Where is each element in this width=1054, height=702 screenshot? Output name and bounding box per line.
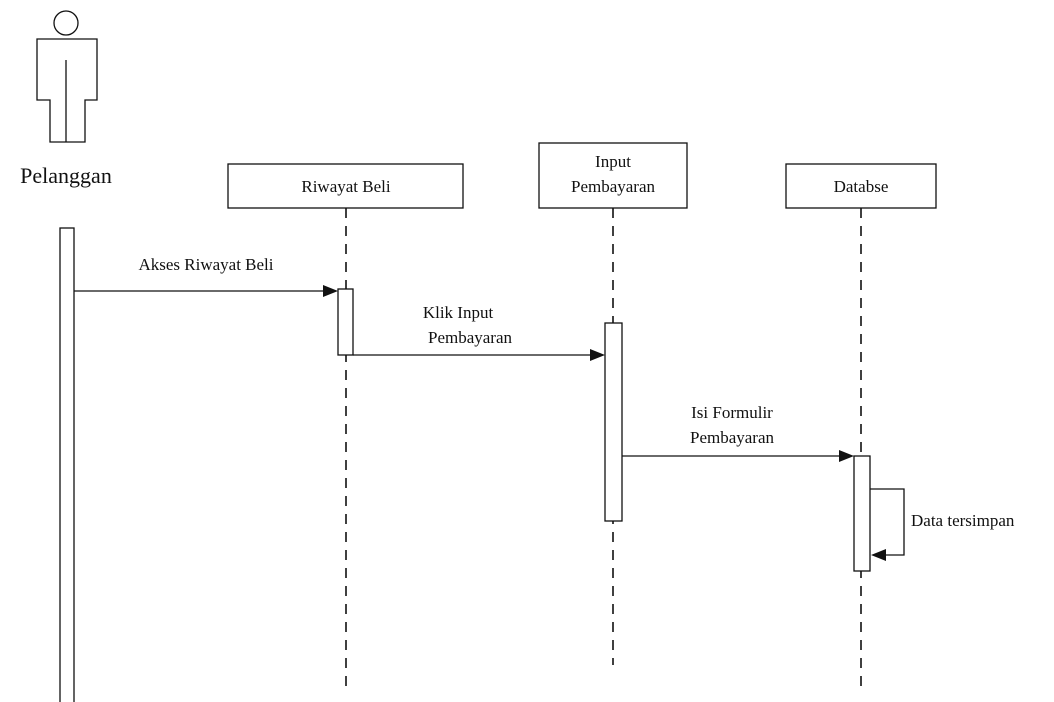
message-label-line-2: Pembayaran: [428, 328, 513, 347]
activation-bar: [337, 288, 354, 356]
lifeline-label-line-1: Input: [595, 152, 631, 171]
lifeline-databse: Databse: [785, 163, 937, 690]
message-label: Data tersimpan: [911, 511, 1015, 530]
actor-label: Pelanggan: [20, 163, 112, 188]
arrowhead-icon: [590, 349, 605, 361]
message-label-line-1: Klik Input: [423, 303, 494, 322]
lifeline-label: Databse: [834, 177, 889, 196]
activation-bar: [853, 455, 871, 572]
message-label-line-1: Isi Formulir: [691, 403, 773, 422]
actor-pelanggan: Pelanggan: [20, 10, 112, 702]
arrowhead-icon: [839, 450, 854, 462]
lifeline-box: [227, 163, 464, 209]
activation-bar: [604, 322, 623, 522]
lifeline-box: [785, 163, 937, 209]
message-akses-riwayat-beli: Akses Riwayat Beli: [74, 255, 338, 297]
lifeline-box: [538, 142, 688, 209]
lifeline-label-line-2: Pembayaran: [571, 177, 656, 196]
message-klik-input-pembayaran: Klik Input Pembayaran: [353, 303, 605, 361]
arrowhead-icon: [871, 549, 886, 561]
actor-activation-bar: [59, 227, 75, 702]
lifeline-input-pembayaran: Input Pembayaran: [538, 142, 688, 665]
lifeline-riwayat-beli: Riwayat Beli: [227, 163, 464, 690]
message-label-line-2: Pembayaran: [690, 428, 775, 447]
message-isi-formulir-pembayaran: Isi Formulir Pembayaran: [622, 403, 854, 462]
person-icon: [36, 10, 98, 143]
message-data-tersimpan: Data tersimpan: [870, 488, 1015, 561]
lifeline-label: Riwayat Beli: [301, 177, 391, 196]
message-label: Akses Riwayat Beli: [138, 255, 273, 274]
arrowhead-icon: [323, 285, 338, 297]
